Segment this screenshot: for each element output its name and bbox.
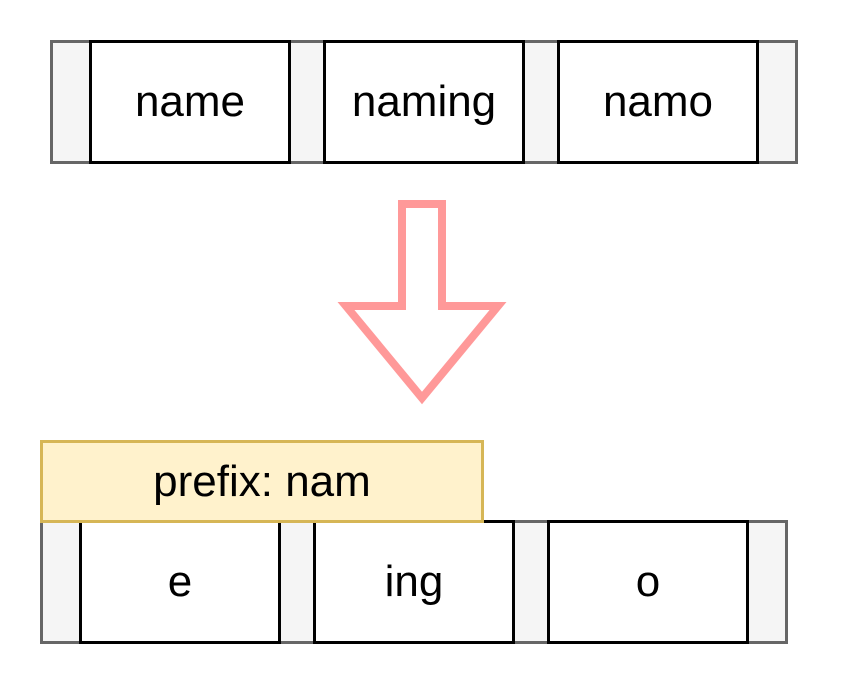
suffix-strings-row: e ing o [40,520,788,644]
pointer-slot [278,520,316,644]
original-strings-row: name naming namo [50,40,798,164]
string-cell: namo [557,40,759,164]
prefix-label: prefix: nam [40,440,484,523]
pointer-slot [512,520,550,644]
pointer-slot [746,520,788,644]
pointer-slot [288,40,326,164]
string-cell: name [89,40,291,164]
pointer-slot [50,40,92,164]
suffix-cell: ing [313,520,515,644]
pointer-slot [756,40,798,164]
pointer-slot [40,520,82,644]
string-cell: naming [323,40,525,164]
down-arrow-icon [337,200,507,405]
suffix-cell: o [547,520,749,644]
suffix-cell: e [79,520,281,644]
pointer-slot [522,40,560,164]
